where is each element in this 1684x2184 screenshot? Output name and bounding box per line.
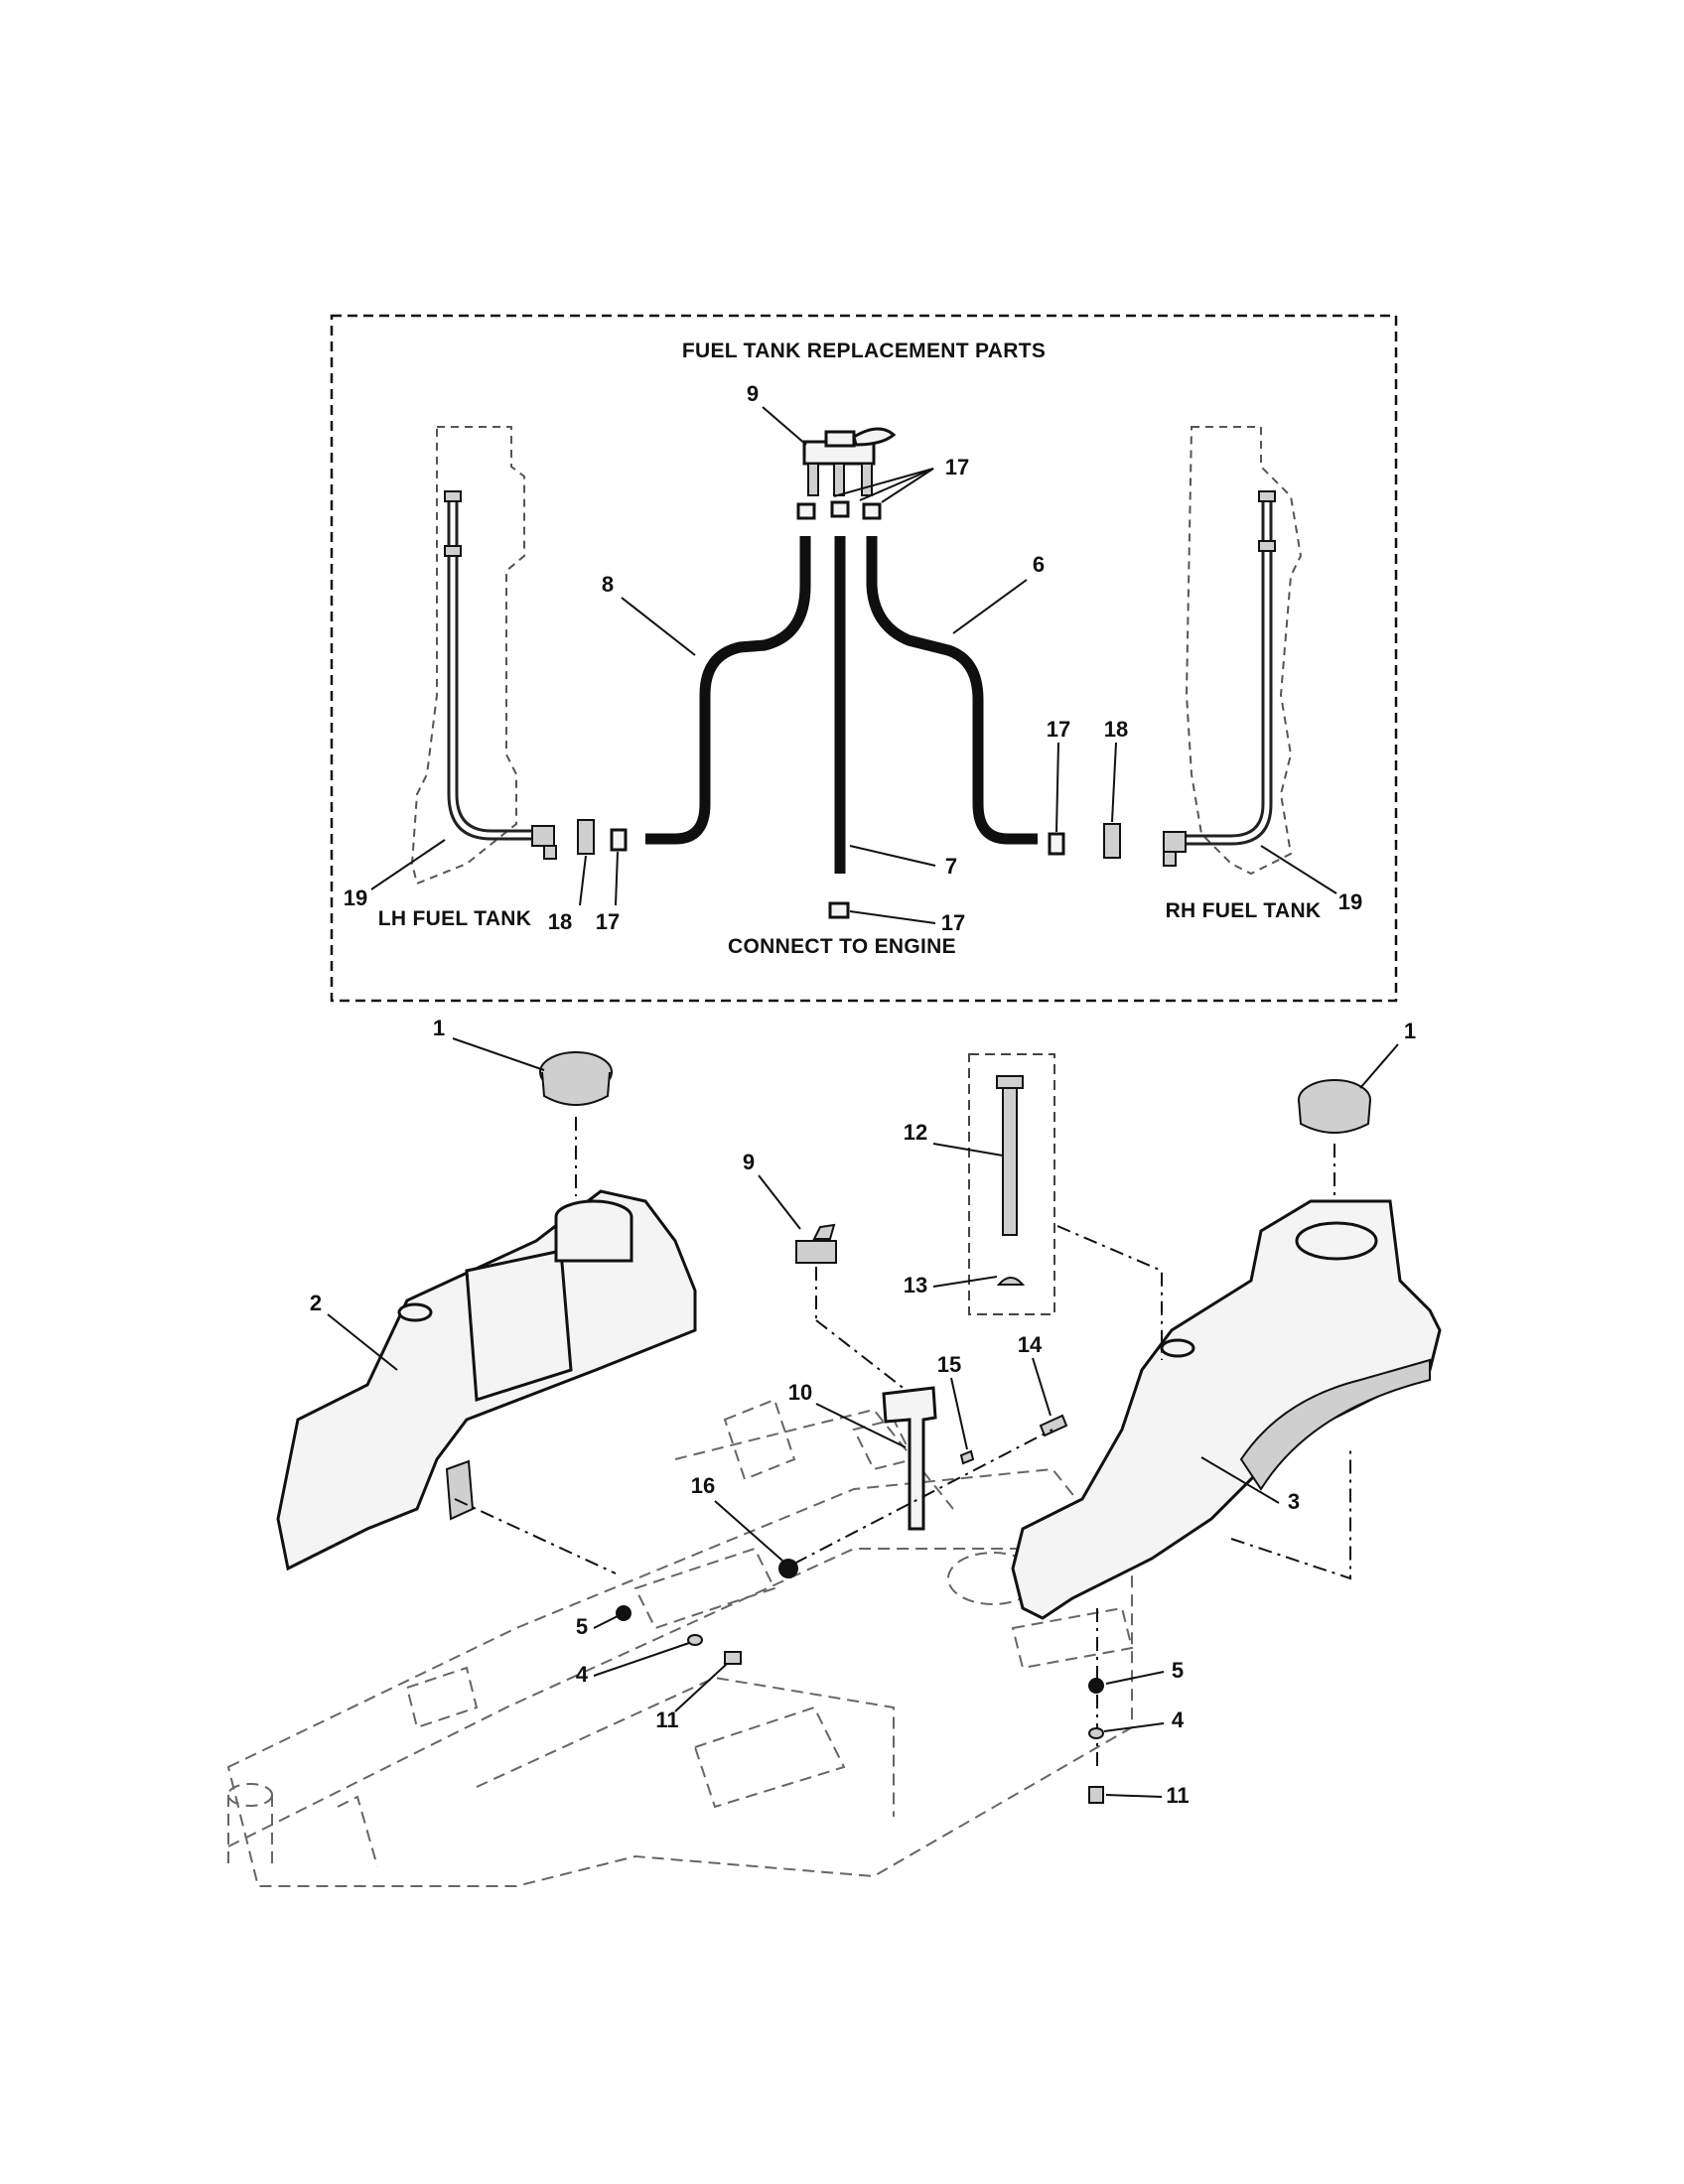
fuel-shutoff-valve-inset <box>802 427 897 496</box>
lh-fuel-cap <box>539 1051 613 1196</box>
rh-fuel-tank <box>1011 1199 1442 1620</box>
callout-1-lh: 1 <box>433 1016 445 1040</box>
callout-7: 7 <box>945 854 957 879</box>
callout-17-lh: 17 <box>596 909 620 934</box>
lh-pickup-tube <box>444 490 557 860</box>
lh-grommet <box>577 819 595 855</box>
lh-tank-label: LH FUEL TANK <box>378 907 531 930</box>
callout-8: 8 <box>602 572 614 597</box>
valve-mounting-bracket <box>882 1386 937 1531</box>
screw-leader <box>1056 1225 1163 1360</box>
callout-17-valve: 17 <box>945 455 969 479</box>
inset-title: FUEL TANK REPLACEMENT PARTS <box>682 340 1046 362</box>
rh-pickup-tube <box>1163 490 1276 867</box>
replacement-parts-inset: FUEL TANK REPLACEMENT PARTS <box>330 314 1398 1003</box>
callout-15: 15 <box>937 1352 961 1377</box>
rh-fuel-cap <box>1298 1079 1371 1206</box>
screw-detail-box <box>968 1053 1055 1315</box>
rh-grommet <box>1103 823 1121 859</box>
hose-6-rh <box>866 536 1038 845</box>
callout-17-rh: 17 <box>1047 717 1070 742</box>
callout-5-lh: 5 <box>576 1614 588 1639</box>
callout-19-lh: 19 <box>344 886 367 910</box>
lh-mounting-hardware <box>616 1605 742 1665</box>
callout-9-main: 9 <box>743 1150 755 1174</box>
callout-9-inset: 9 <box>747 381 759 406</box>
rh-fill-neck <box>1295 1221 1378 1261</box>
callout-16: 16 <box>691 1473 715 1498</box>
rh-tank-ghost-outline <box>1185 426 1303 876</box>
main-exploded-view: 1 1 2 3 9 12 13 14 15 10 16 5 4 11 5 4 1 <box>226 1016 1442 1887</box>
lock-nut <box>778 1559 798 1578</box>
callout-11-lh: 11 <box>655 1707 678 1732</box>
callout-4-rh: 4 <box>1172 1707 1185 1732</box>
callout-17-engine: 17 <box>941 910 965 935</box>
engine-connect-label: CONNECT TO ENGINE <box>728 935 956 958</box>
callout-18-lh: 18 <box>548 909 572 934</box>
callout-19-rh: 19 <box>1338 889 1362 914</box>
rh-tank-label: RH FUEL TANK <box>1166 899 1322 922</box>
retaining-clip <box>959 1449 975 1465</box>
callout-14: 14 <box>1018 1332 1043 1357</box>
hose-clamps <box>610 500 1065 919</box>
callout-18-rh: 18 <box>1104 717 1128 742</box>
callout-12: 12 <box>904 1120 927 1145</box>
rh-mounting-hardware <box>1088 1678 1104 1804</box>
callout-2: 2 <box>310 1291 322 1315</box>
tank-screw <box>996 1075 1024 1236</box>
callout-10: 10 <box>788 1380 812 1405</box>
callout-13: 13 <box>904 1273 927 1297</box>
callout-5-rh: 5 <box>1172 1658 1184 1683</box>
tank-plug <box>996 1277 1026 1286</box>
hose-8-lh <box>645 536 811 845</box>
bracket-bolt <box>1039 1414 1068 1437</box>
lh-fuel-tank <box>276 1189 697 1571</box>
callout-1-rh: 1 <box>1404 1019 1416 1043</box>
callout-11-rh: 11 <box>1166 1783 1189 1808</box>
lh-tank-ghost-outline <box>410 426 525 886</box>
fuel-shutoff-valve <box>795 1223 907 1391</box>
callout-6: 6 <box>1033 552 1045 577</box>
callout-3: 3 <box>1288 1489 1300 1514</box>
callout-4-lh: 4 <box>576 1662 589 1687</box>
